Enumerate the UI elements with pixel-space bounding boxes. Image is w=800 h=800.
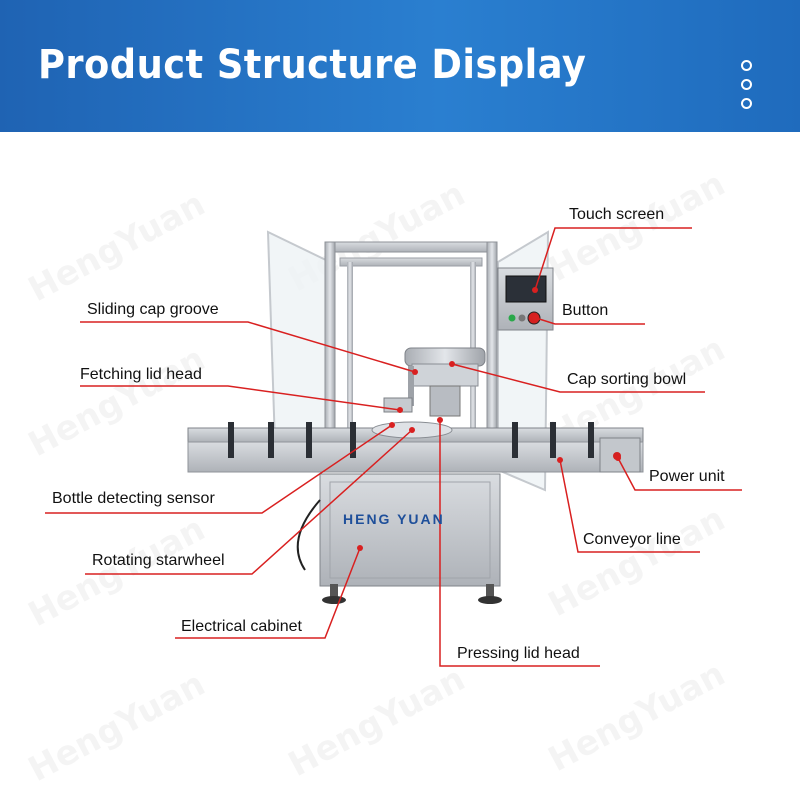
label-power-unit: Power unit: [649, 468, 725, 485]
label-button: Button: [562, 302, 609, 319]
label-electrical-cabinet: Electrical cabinet: [181, 618, 302, 635]
label-conveyor-line: Conveyor line: [583, 531, 681, 548]
label-sliding-cap-groove: Sliding cap groove: [87, 301, 219, 318]
callout-dots: [357, 287, 621, 551]
label-pressing-lid-head: Pressing lid head: [457, 645, 580, 662]
callout-lines: [45, 227, 742, 667]
label-touch-screen: Touch screen: [569, 206, 665, 223]
vertical-dots-icon[interactable]: [741, 60, 753, 117]
brand-logo: HENG YUAN: [343, 511, 445, 527]
cap-sorting-bowl: [383, 347, 486, 417]
electrical-cabinet-body: [296, 473, 502, 604]
control-panel: [497, 267, 554, 331]
label-fetching-lid-head: Fetching lid head: [80, 366, 202, 383]
label-rotating-starwheel: Rotating starwheel: [92, 552, 225, 569]
header-banner: Product Structure Display: [0, 0, 800, 132]
label-bottle-detecting-sensor: Bottle detecting sensor: [52, 490, 215, 507]
label-cap-sorting-bowl: Cap sorting bowl: [567, 371, 687, 388]
page-title: Product Structure Display: [38, 42, 587, 88]
